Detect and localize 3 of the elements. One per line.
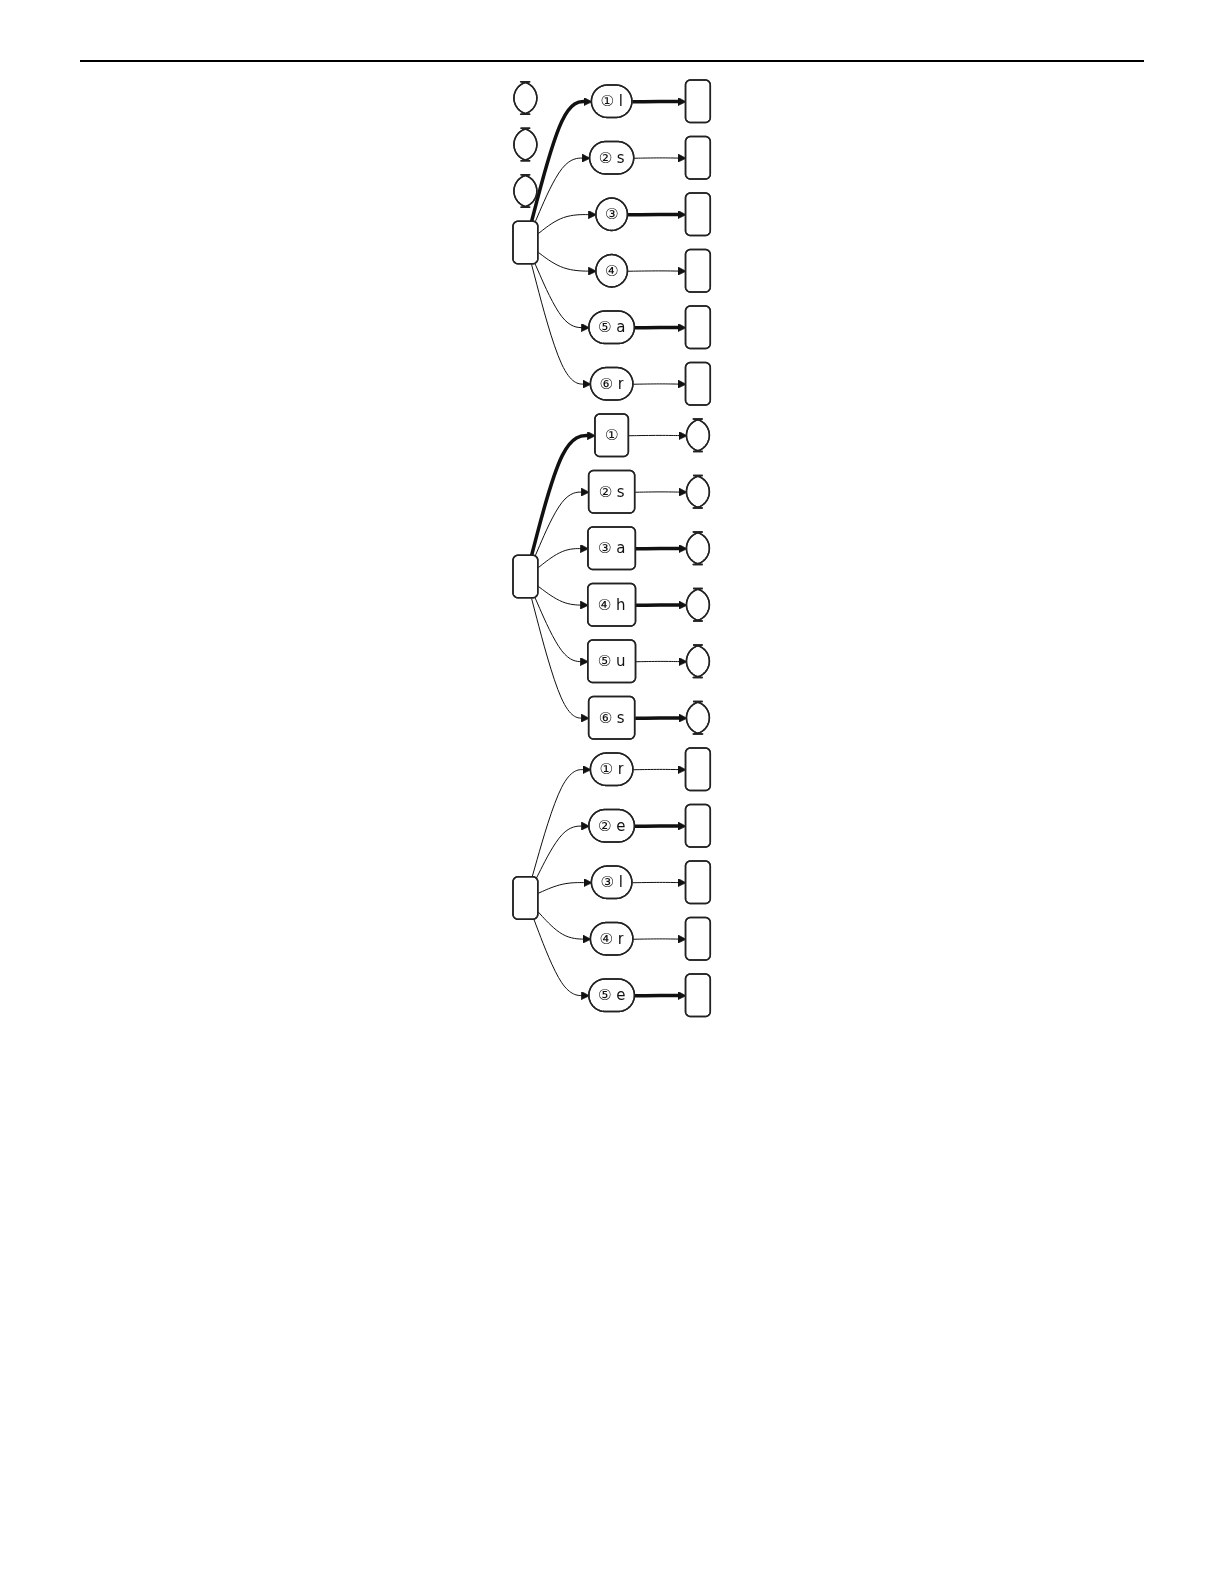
arrow bbox=[534, 153, 591, 223]
arrow bbox=[538, 585, 589, 610]
arrow bbox=[534, 597, 589, 666]
